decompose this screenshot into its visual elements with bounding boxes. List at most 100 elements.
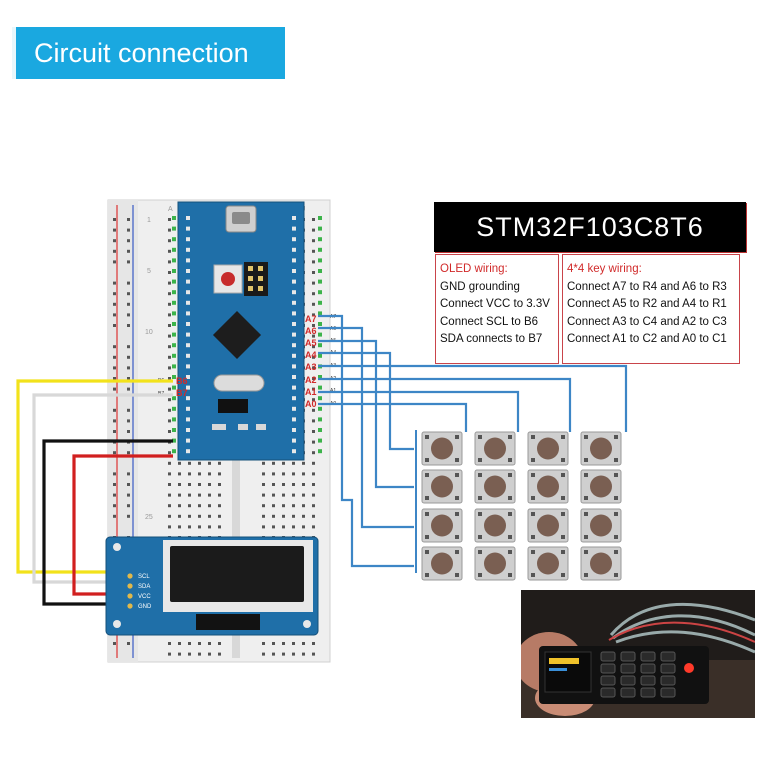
breadboard-hole	[218, 493, 221, 497]
rail-hole	[113, 483, 116, 486]
wire-gnd	[42, 439, 173, 606]
header-pin	[292, 322, 296, 326]
key-leg	[455, 512, 459, 516]
key-leg	[508, 473, 512, 477]
breadboard-hole-used	[318, 438, 322, 443]
breadboard-hole	[178, 493, 181, 497]
key-leg	[478, 473, 482, 477]
breadboard-hole	[272, 514, 275, 518]
oled-pin	[127, 573, 133, 579]
keypad-wiring-line: Connect A3 to C4 and A2 to C3	[567, 315, 727, 328]
breadboard-hole	[312, 419, 315, 423]
breadboard-hole	[312, 387, 315, 391]
breadboard-hole	[208, 472, 211, 476]
breadboard-hole	[198, 652, 201, 656]
breadboard-hole	[312, 366, 315, 370]
header-pin	[186, 258, 190, 263]
breadboard-hole	[302, 525, 305, 529]
header-pin	[186, 449, 190, 454]
jumper-pin	[248, 286, 253, 291]
rail-hole	[127, 355, 130, 359]
boot-jumpers	[244, 262, 268, 296]
header-pin	[186, 247, 190, 252]
header-pin	[186, 428, 190, 432]
mount-hole	[113, 543, 121, 551]
breadboard-hole	[218, 472, 221, 476]
key-leg	[614, 550, 618, 554]
rail-hole	[127, 514, 130, 518]
device-key	[660, 663, 676, 674]
chip-name-banner: STM32F103C8T6	[434, 202, 746, 252]
breadboard-hole	[312, 324, 315, 327]
key-leg	[425, 535, 429, 539]
breadboard-hole-used	[172, 269, 176, 273]
wire-a5	[318, 339, 414, 489]
rail-hole	[127, 324, 130, 327]
key-cap	[431, 475, 453, 498]
header-pin	[292, 226, 296, 231]
photo-cables-red	[608, 621, 755, 643]
breadboard-hole	[168, 355, 171, 359]
breadboard-hole	[168, 281, 171, 285]
header-pin	[186, 385, 190, 390]
breadboard-hole-used	[172, 332, 176, 337]
breadboard-hole	[188, 514, 191, 518]
key-leg	[584, 496, 588, 500]
oled-wires	[16, 379, 173, 606]
key-leg	[508, 512, 512, 516]
breadboard-hole	[292, 525, 295, 529]
breadboard-hole-used	[318, 353, 322, 358]
breadboard-hole-used	[172, 258, 176, 263]
rail-hole	[113, 302, 116, 306]
device-key	[600, 651, 616, 662]
page-title: Circuit connection	[34, 38, 249, 68]
key-leg	[508, 496, 512, 500]
key-cap	[431, 552, 453, 575]
header-pin	[292, 417, 296, 422]
header-pin	[292, 353, 296, 358]
key-leg	[584, 550, 588, 554]
key-leg	[614, 473, 618, 477]
key-leg	[425, 458, 429, 462]
breadboard-hole	[282, 472, 285, 476]
key-leg	[531, 458, 535, 462]
breadboard-hole	[312, 514, 315, 518]
key-cap	[484, 552, 506, 575]
key-leg	[531, 573, 535, 577]
jumper-pin	[258, 286, 263, 291]
breadboard-hole-used	[318, 417, 322, 422]
header-pin	[186, 343, 190, 348]
reset-button-cap	[221, 272, 235, 286]
key-leg	[531, 512, 535, 516]
keypad-keys	[421, 431, 622, 581]
key-leg	[561, 473, 565, 477]
key-leg	[455, 535, 459, 539]
breadboard-hole	[178, 472, 181, 476]
wire-a2	[318, 377, 572, 432]
breadboard-hole	[282, 514, 285, 518]
keypad-wiring-box: 4*4 key wiring: Connect A7 to R4 and A6 …	[562, 254, 740, 364]
key-leg	[425, 573, 429, 577]
header-pin	[186, 375, 190, 379]
breadboard-hole	[168, 483, 171, 486]
breadboard-hole	[218, 483, 221, 486]
key-leg	[561, 435, 565, 439]
key-leg	[614, 512, 618, 516]
pin-label-a5: A5	[305, 338, 317, 348]
breadboard-hole	[302, 642, 305, 645]
breadboard-hole-used	[318, 290, 322, 295]
header-pin	[186, 417, 190, 422]
key-leg	[614, 535, 618, 539]
rail-hole	[113, 324, 116, 327]
breadboard-hole	[312, 355, 315, 359]
breadboard-hole	[168, 430, 171, 433]
breadboard-hole	[312, 302, 315, 306]
breadboard-hole	[312, 451, 315, 455]
key-leg	[508, 435, 512, 439]
key-cap	[537, 514, 559, 537]
key-leg	[584, 435, 588, 439]
header-pin	[186, 406, 190, 411]
breadboard-hole	[302, 504, 305, 508]
key-leg	[478, 458, 482, 462]
keypad-wiring-header: 4*4 key wiring:	[567, 263, 642, 275]
